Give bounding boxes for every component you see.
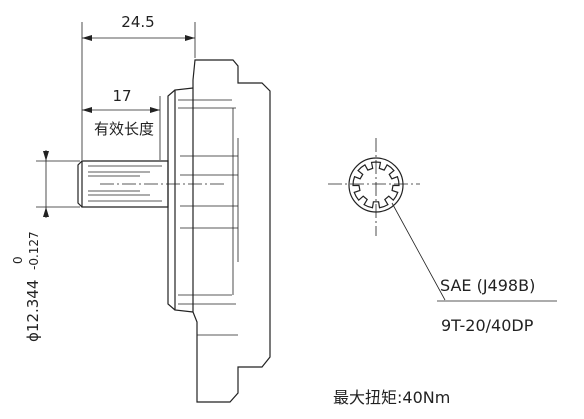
diameter-tol-lower: -0.127 xyxy=(27,231,41,270)
effective-length-label: 有效长度 xyxy=(94,120,154,138)
effective-length-value: 17 xyxy=(112,87,131,105)
max-torque-note: 最大扭矩:40Nm xyxy=(333,388,450,407)
dimension-shaft-diameter: ϕ12.344 0 -0.127 xyxy=(11,150,80,342)
dimension-overall-length: 24.5 xyxy=(81,13,196,160)
spline-spec: 9T-20/40DP xyxy=(441,316,534,335)
spline-callout: SAE (J498B) 9T-20/40DP xyxy=(391,202,557,335)
spline-standard: SAE (J498B) xyxy=(440,276,535,295)
diameter-value: ϕ12.344 xyxy=(24,280,42,342)
dimension-effective-length: 17 有效长度 xyxy=(82,87,161,160)
spline-tooth-profile xyxy=(352,161,400,209)
spline-end-view xyxy=(328,138,420,236)
pump-body-side-view xyxy=(167,59,271,403)
spline-teeth xyxy=(352,161,400,209)
diameter-tol-upper: 0 xyxy=(11,256,25,264)
overall-length-value: 24.5 xyxy=(121,13,154,31)
splined-shaft xyxy=(77,160,225,208)
